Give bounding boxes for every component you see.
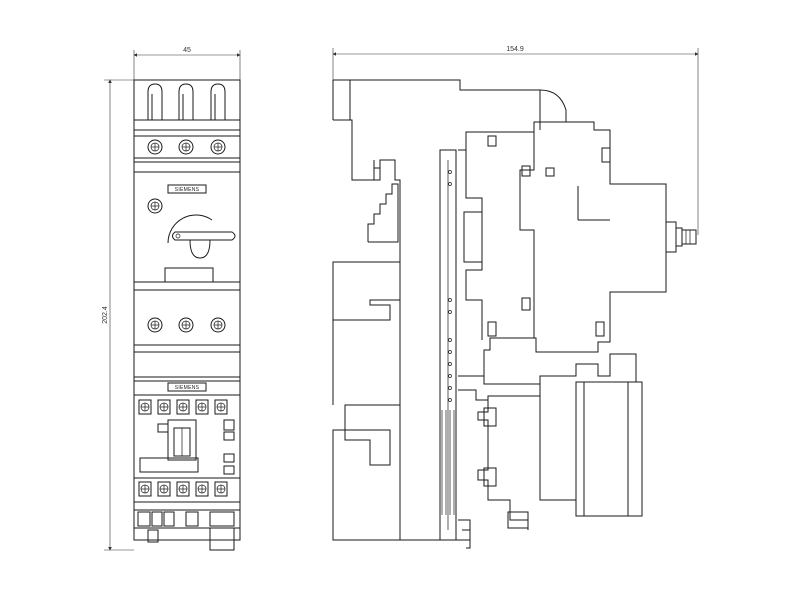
dimension-front-height: 202.4 — [102, 79, 134, 551]
front-height-label: 202.4 — [102, 306, 109, 324]
siemens-label-bottom-text: SIEMENS — [175, 385, 200, 391]
side-view: 154.9 — [332, 46, 699, 549]
screw-icon — [176, 399, 190, 415]
screw-icon — [157, 399, 171, 415]
rotary-handle — [167, 214, 236, 259]
screw-icon — [178, 317, 194, 333]
dimension-front-width: 45 — [133, 47, 241, 80]
contactor-side-body — [458, 353, 643, 549]
front-body-outline — [133, 79, 241, 541]
screw-icon — [210, 317, 226, 333]
screw-icon — [210, 139, 226, 155]
siemens-label-bottom — [167, 382, 207, 392]
screw-icon — [138, 399, 152, 415]
top-terminal-fingers — [134, 83, 240, 131]
screw-icon — [178, 139, 194, 155]
rotary-knob-side — [665, 221, 697, 253]
middle-screw-row — [147, 317, 226, 333]
contactor-center — [139, 419, 235, 475]
screw-icon — [138, 481, 152, 497]
dimension-side-depth: 154.9 — [332, 46, 699, 235]
contactor-bottom-terminals — [138, 481, 228, 497]
breaker-side-body — [458, 90, 667, 377]
screw-icon — [176, 481, 190, 497]
front-base — [134, 511, 240, 551]
mounting-profile — [332, 79, 567, 541]
front-width-label: 45 — [183, 47, 191, 54]
indicator-window — [164, 267, 214, 283]
side-depth-label: 154.9 — [506, 46, 524, 53]
front-view: 45 202.4 — [102, 47, 241, 551]
adjust-screw-icon — [147, 198, 163, 214]
siemens-label-top — [167, 184, 207, 194]
screw-icon — [147, 139, 163, 155]
screw-icon — [214, 481, 228, 497]
staircase-detail — [367, 160, 399, 243]
screw-icon — [195, 399, 209, 415]
vertical-rail — [439, 149, 457, 541]
screw-icon — [157, 481, 171, 497]
screw-icon — [195, 481, 209, 497]
screw-icon — [147, 317, 163, 333]
contactor-top-terminals — [138, 399, 228, 415]
top-screw-row — [134, 135, 240, 163]
coil-housing — [575, 381, 643, 517]
screw-icon — [214, 399, 228, 415]
siemens-label-top-text: SIEMENS — [175, 187, 200, 193]
